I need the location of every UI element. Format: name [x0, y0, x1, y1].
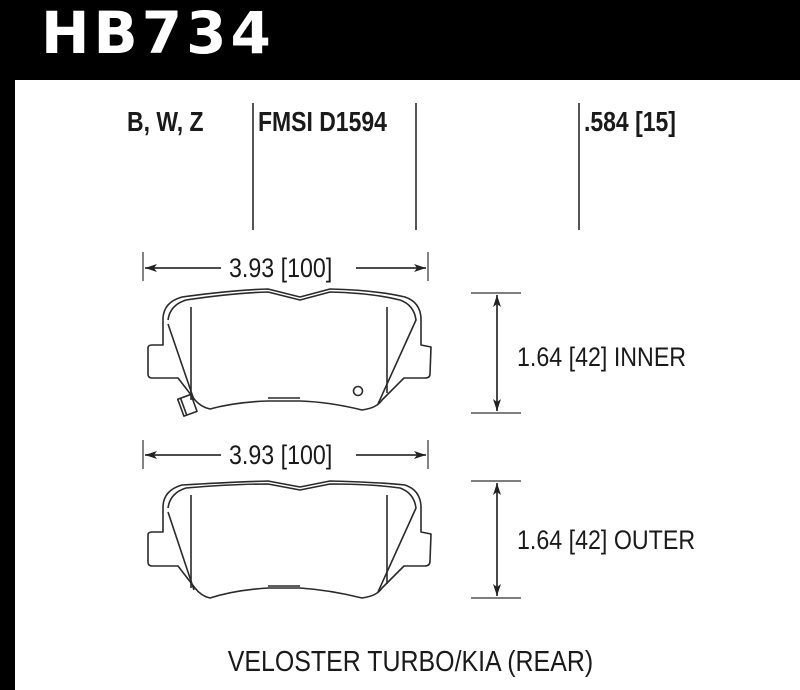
outer-width-label: 3.93 [100]	[229, 440, 333, 470]
column-divider	[578, 103, 580, 230]
column-divider	[415, 103, 417, 230]
application-footer: VELOSTER TURBO/KIA (REAR)	[0, 648, 800, 677]
compound-codes: B, W, Z	[127, 106, 204, 137]
vehicle-application: VELOSTER TURBO/KIA (REAR)	[227, 646, 593, 678]
part-number-title: HB734	[41, 0, 275, 67]
column-divider	[252, 103, 254, 230]
inner-pad-outline	[147, 288, 432, 417]
inner-height-dimension	[471, 292, 521, 414]
outer-pad-outline	[147, 480, 432, 599]
fmsi-number: FMSI D1594	[258, 106, 387, 137]
outer-width-dimension	[142, 440, 429, 469]
header-bar	[0, 0, 800, 80]
outer-height-dimension	[471, 480, 521, 599]
inner-width-dimension	[142, 252, 429, 281]
pad-thickness: .584 [15]	[584, 106, 676, 137]
inner-height-label: 1.64 [42] INNER	[517, 342, 687, 372]
inner-width-label: 3.93 [100]	[229, 253, 333, 283]
left-border-strip	[0, 0, 15, 690]
outer-height-label: 1.64 [42] OUTER	[517, 525, 696, 555]
